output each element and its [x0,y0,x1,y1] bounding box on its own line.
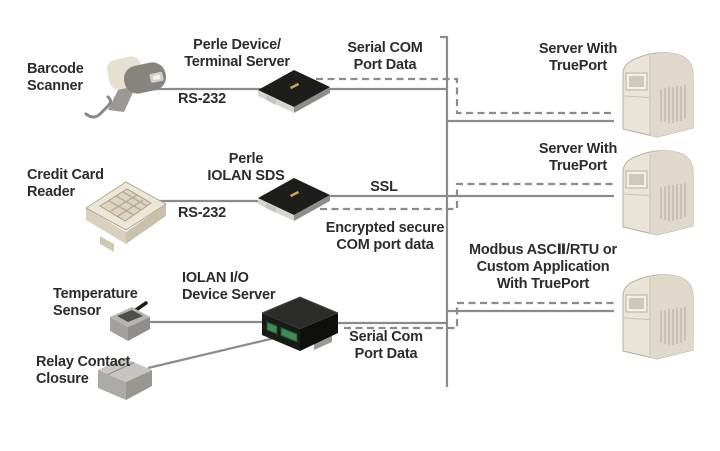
rs232-middle-label: RS-232 [178,205,226,221]
rs232-top-label: RS-232 [178,91,226,107]
barcode-scanner-label: Barcode Scanner [27,61,84,95]
serial-com-top-label: Serial COM Port Data [347,40,423,74]
barcode-scanner-icon [78,52,170,124]
ssl-label: SSL [370,179,398,195]
relay-contact-closure-label: Relay Contact Closure [36,354,131,388]
temperature-sensor-label: Temperature Sensor [53,286,138,320]
modbus-application-label: Modbus ASCⅡ/RTU or Custom Application Wi… [469,242,617,293]
line-serial-com-top-dashed [316,77,614,115]
line-encrypted-dashed [320,182,614,211]
server-top-label: Server With TruePort [538,41,618,75]
encrypted-secure-label: Encrypted secure COM port data [325,220,445,254]
line-serial-com-bottom-dashed [344,301,614,330]
credit-card-reader-label: Credit Card Reader [27,167,104,201]
line-backbone [440,35,449,387]
server-trueport-top-icon [612,44,704,140]
serial-com-bottom-label: Serial Com Port Data [349,329,423,363]
iolan-io-device-server-label: IOLAN I/O Device Server [182,270,276,304]
server-middle-label: Server With TruePort [538,141,618,175]
perle-iolan-sds-label: Perle IOLAN SDS [207,151,285,185]
perle-terminal-server-label: Perle Device/ Terminal Server [184,37,290,71]
server-trueport-bottom-icon [612,266,704,362]
server-trueport-middle-icon [612,142,704,238]
